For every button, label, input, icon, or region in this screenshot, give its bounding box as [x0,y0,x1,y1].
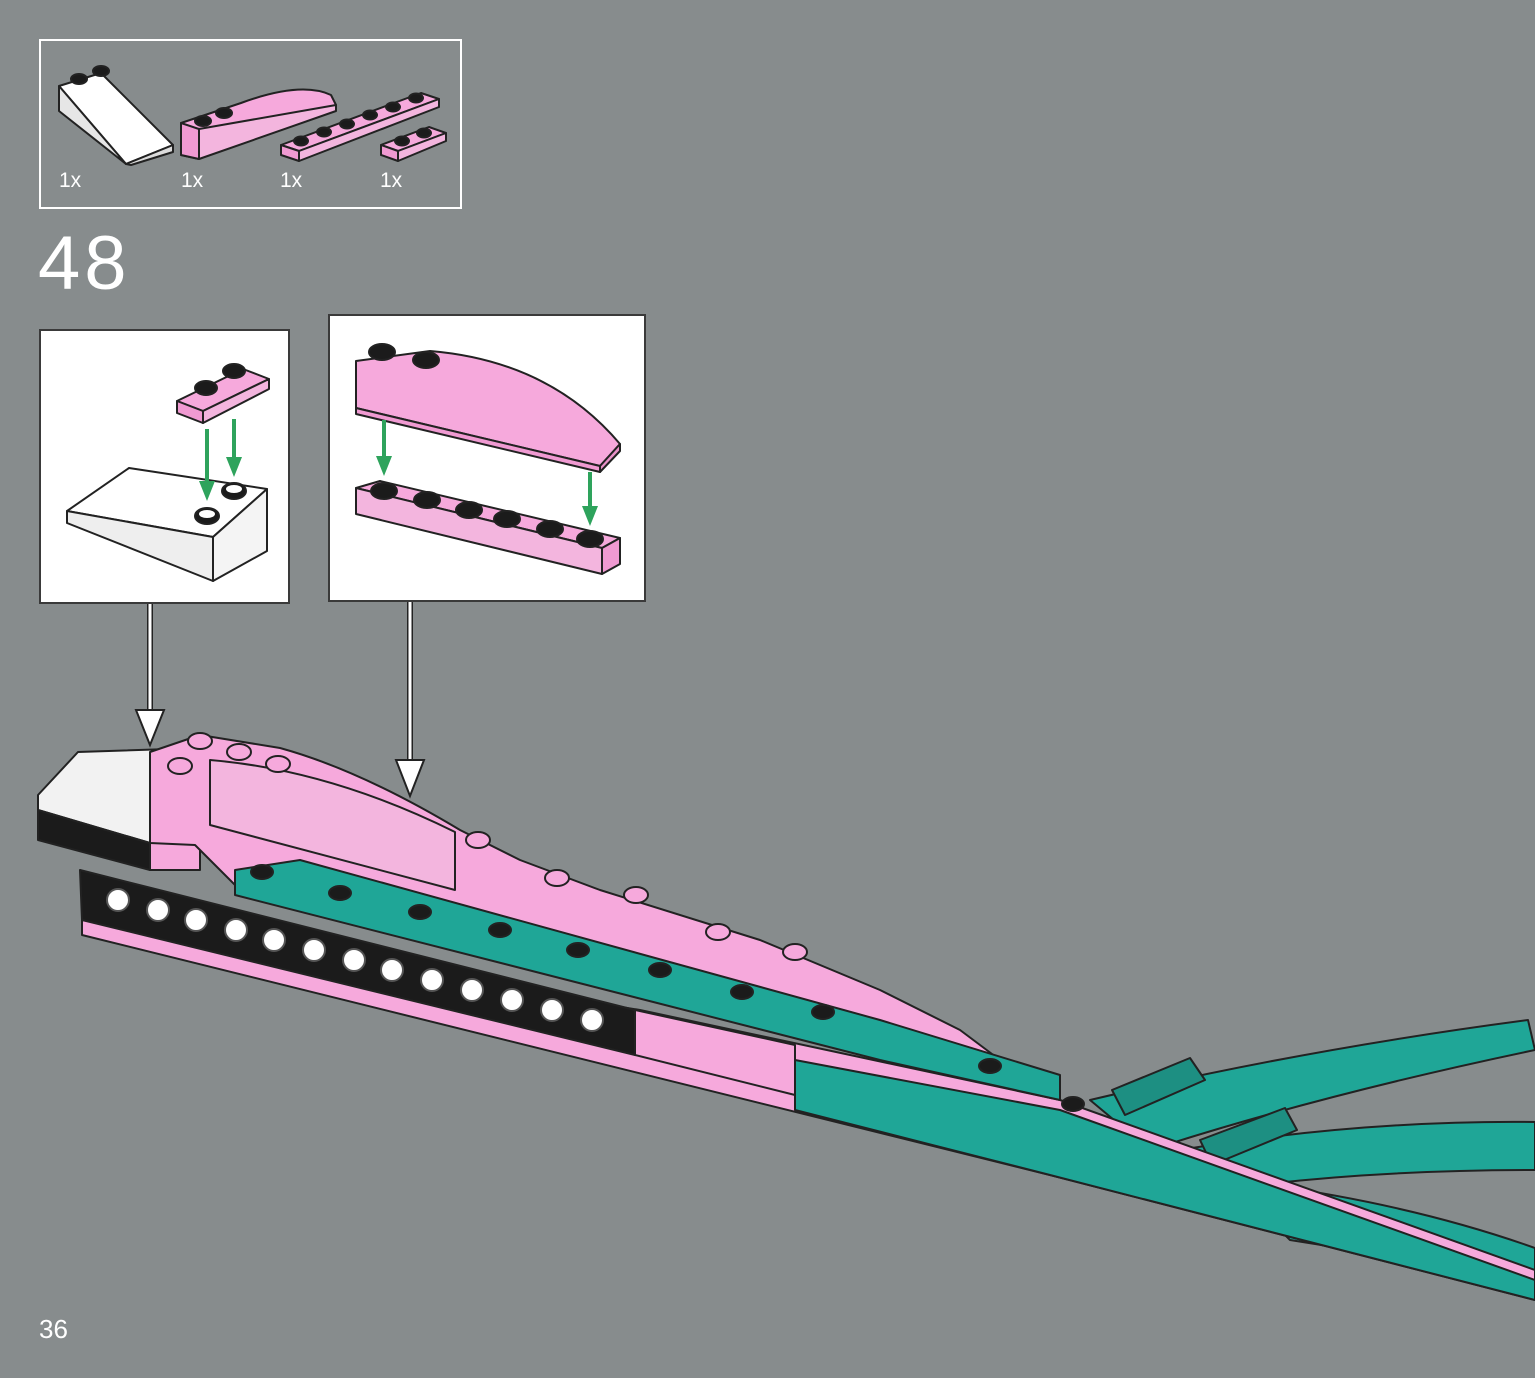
callout-subassembly-1 [39,329,290,604]
white-slope-assembly-illustration [66,363,270,582]
part-quantity: 1x [181,169,204,192]
green-arrow-icon [199,419,242,501]
part-quantity: 1x [59,169,82,192]
pink-plate-1x2-icon [380,126,447,162]
parts-list: 1x 1x 1x 1x [39,39,462,209]
part-quantity: 1x [280,169,303,192]
parts-list-illustration [58,65,447,166]
part-quantity: 1x [380,169,403,192]
stud-row [250,864,1085,1112]
pink-plate-1x6-icon [280,92,440,162]
page-number: 36 [39,1314,68,1344]
callout-arrow-icon [394,602,426,799]
pink-slope-assembly-illustration [355,343,621,575]
callout-subassembly-2 [328,314,646,602]
technic-holes [106,888,604,1032]
green-arrow-icon [376,420,598,526]
pink-curved-slope-icon [180,88,337,160]
step-number: 48 [38,221,131,306]
callout-arrow-icon [134,604,166,748]
pink-studs [167,732,808,961]
white-slope-brick-icon [58,65,174,166]
